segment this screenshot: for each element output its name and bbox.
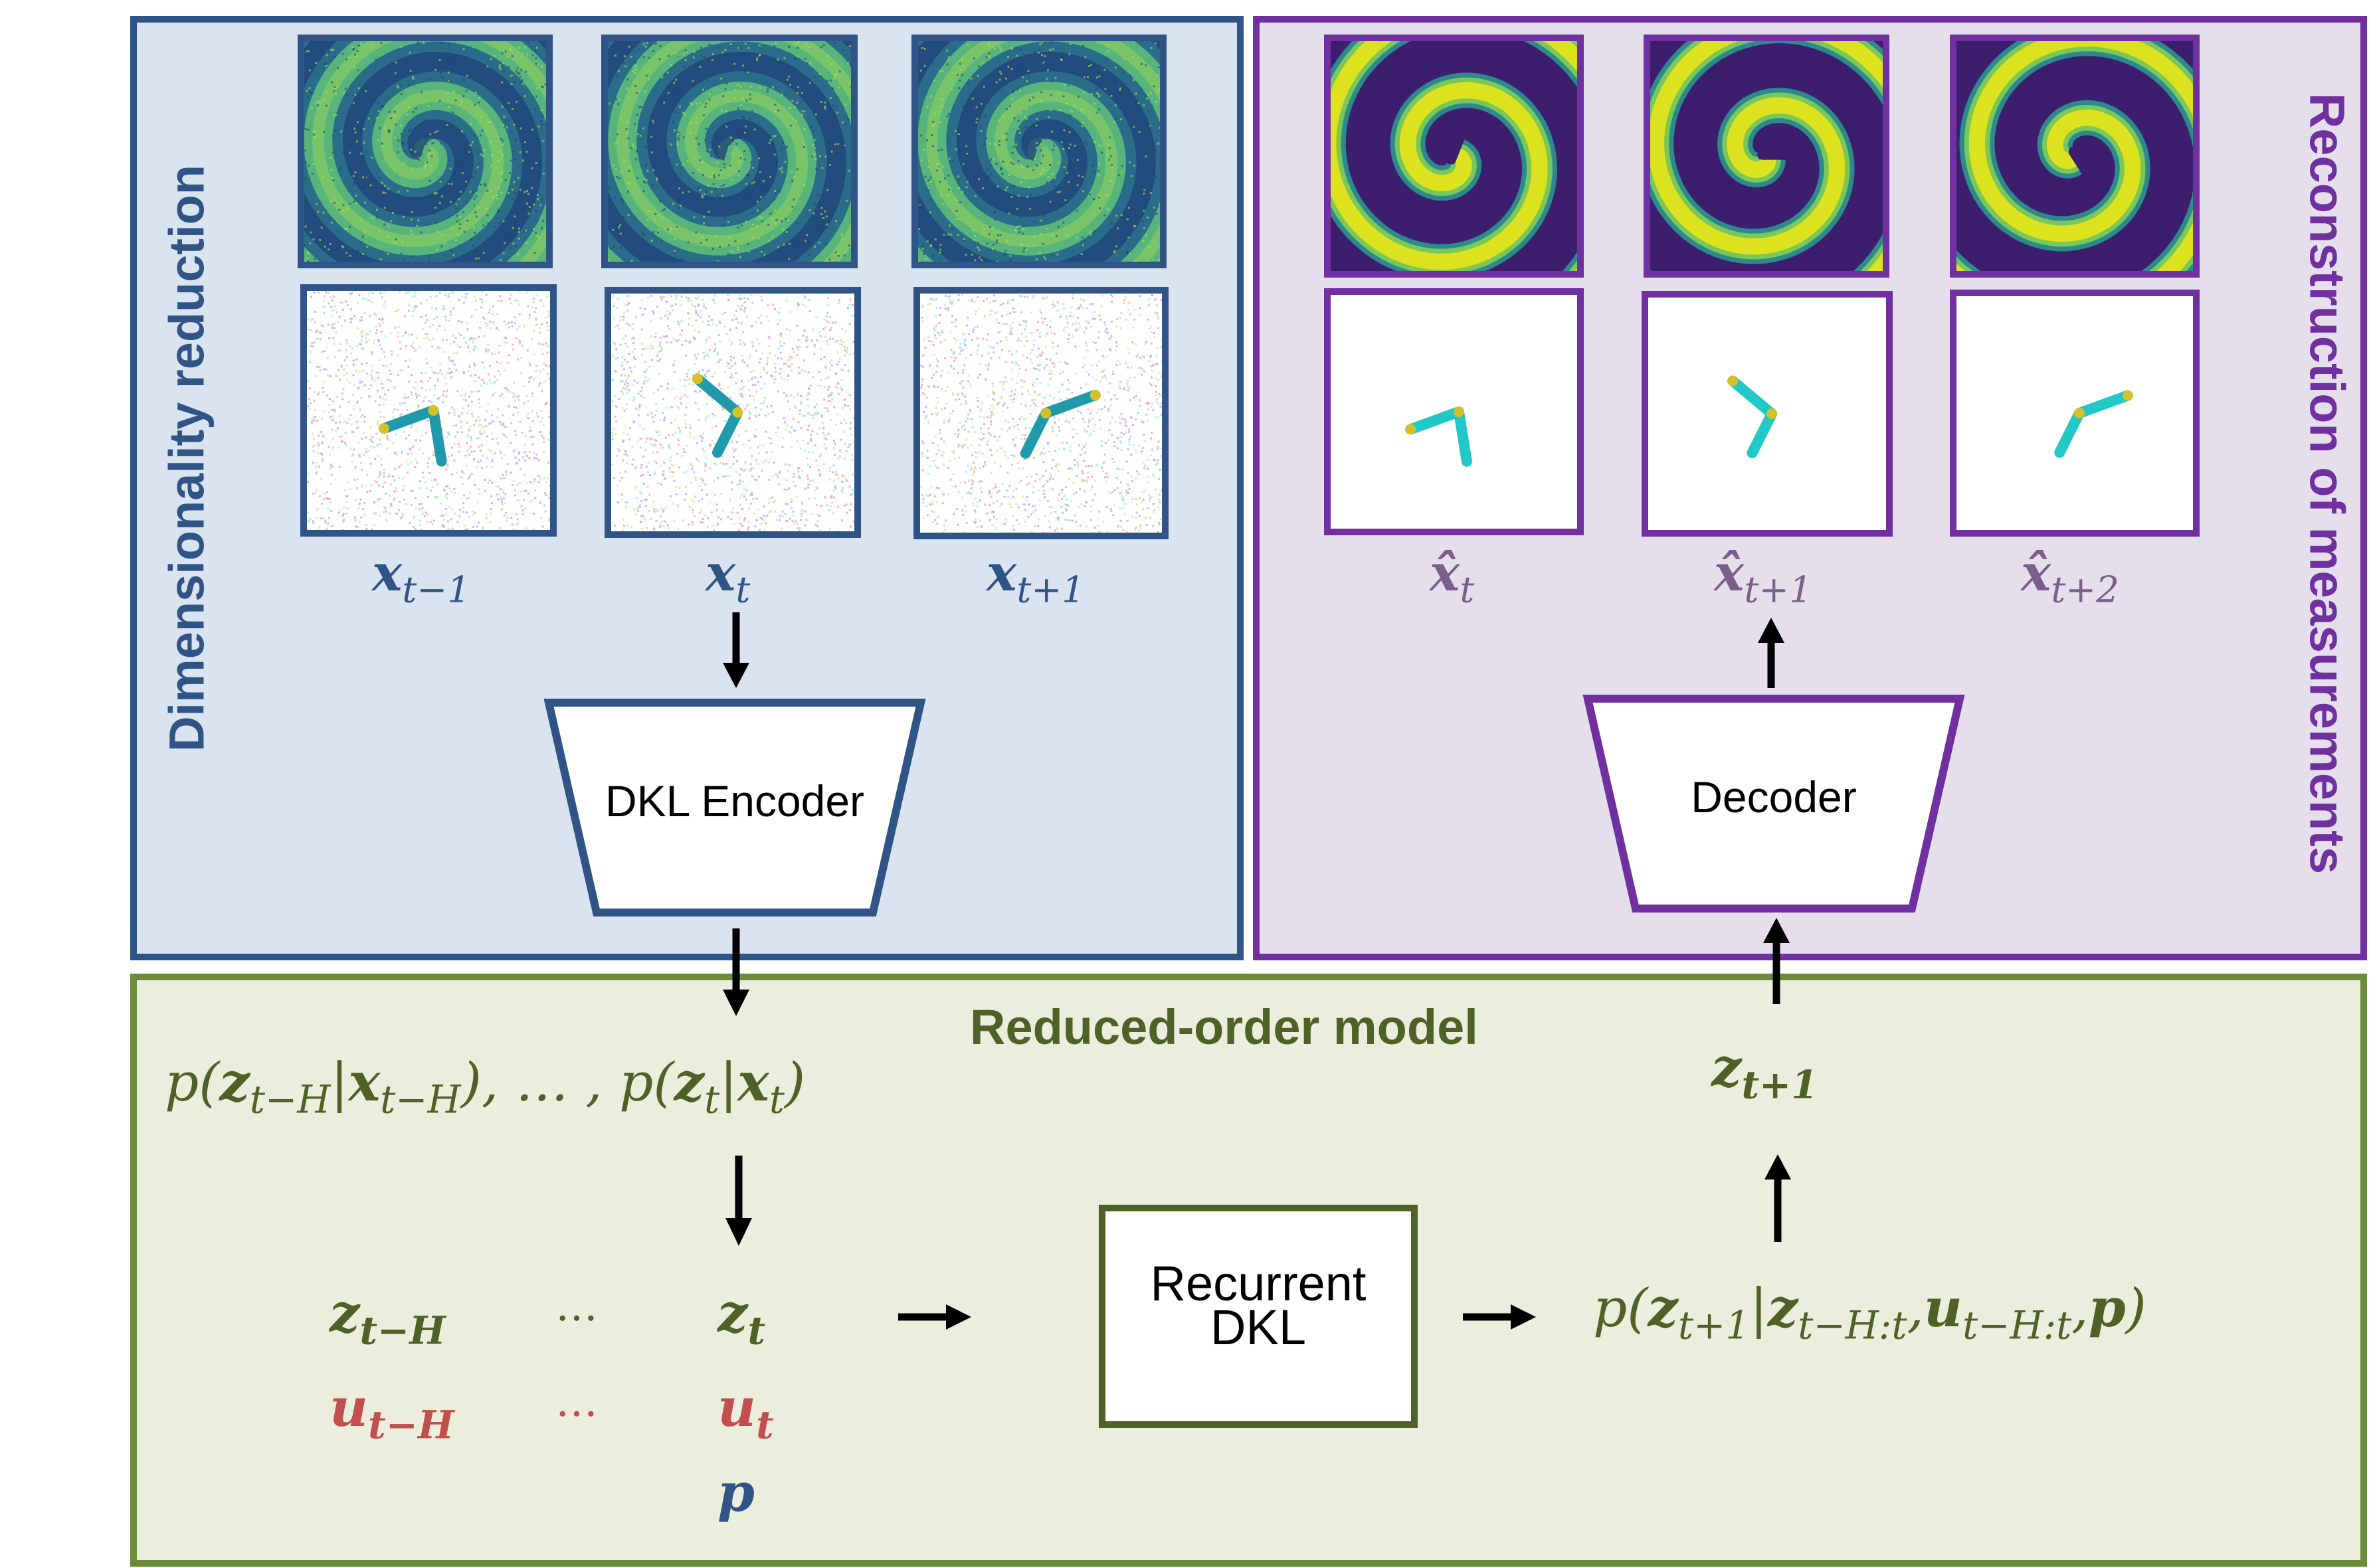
posterior-expression: p(zt−H|xt−H), … , p(zt|xt) (165, 1051, 805, 1122)
latent-end-symbol: z (717, 1282, 748, 1344)
clean-pendulum-image (1324, 288, 1584, 535)
control-start-sub: t−H (368, 1402, 454, 1448)
arrow-right-icon (1463, 1304, 1536, 1330)
prediction-param: p (2088, 1276, 2126, 1339)
posterior-bar: | (330, 1051, 349, 1113)
posterior-end: ) (784, 1051, 806, 1113)
reconstruction-label-sub: t (1460, 568, 1475, 611)
decoder (1582, 695, 1965, 913)
dkl-encoder (543, 699, 926, 916)
posterior-x-sub: t (769, 1077, 785, 1122)
prediction-end: ) (2125, 1277, 2146, 1339)
prediction-comma: , (1907, 1277, 1924, 1339)
arrow-right-icon (898, 1304, 971, 1330)
reconstruction-label-symbol: x̂ (2021, 543, 2051, 602)
dimensionality-reduction-title-text: Dimensionality reduction (159, 164, 215, 752)
reconstruction-label: x̂t+1 (1714, 543, 1812, 611)
prediction-u: u (1923, 1276, 1963, 1339)
noisy-pendulum-image (913, 287, 1169, 539)
control-end-sub: t (756, 1402, 774, 1448)
control-start: ut−H (330, 1376, 454, 1447)
posterior-z-sub: t (704, 1077, 720, 1122)
recurrent-dkl-label-1: Recurrent (1150, 1256, 1367, 1311)
posterior-x: x (737, 1051, 769, 1113)
clean-spiral-image (1644, 35, 1889, 278)
noisy-spiral-image (911, 35, 1167, 268)
noisy-spiral-image (601, 35, 858, 268)
arrow-down-icon (723, 612, 749, 688)
prediction-z: z (1648, 1276, 1678, 1339)
latent-end: zt (717, 1282, 765, 1353)
clean-spiral-image (1950, 35, 2200, 278)
input-label: xt−1 (372, 543, 470, 611)
prediction-comma: , (2071, 1277, 2089, 1339)
clean-spiral-image (1324, 35, 1584, 278)
input-label-sub: t−1 (402, 568, 470, 611)
control-ellipsis: … (555, 1377, 598, 1427)
clean-pendulum-image (1642, 291, 1893, 537)
reconstruction-label-symbol: x̂ (1714, 543, 1745, 602)
dkl-encoder-label: DKL Encoder (605, 776, 865, 826)
arrow-up-icon (1764, 1154, 1791, 1242)
noisy-pendulum-image (300, 284, 557, 537)
prediction-u-sub: t−H:t (1962, 1303, 2072, 1348)
prediction-z-sub: t−H:t (1798, 1303, 1907, 1348)
next-latent-symbol: z (1711, 1036, 1742, 1098)
reconstruction-label: x̂t+2 (2021, 543, 2119, 611)
posterior-p: p( (165, 1051, 220, 1113)
arrow-down-icon (725, 1156, 752, 1246)
latent-start-sub: t−H (359, 1308, 446, 1353)
input-label-symbol: x (372, 543, 403, 602)
input-label-symbol: x (987, 543, 1017, 602)
posterior-mid: ), … , p( (460, 1051, 674, 1113)
input-label: xt (706, 543, 750, 611)
reconstruction-title-text: Reconstruction of measurements (2299, 92, 2355, 875)
prediction-z-sub: t+1 (1677, 1303, 1750, 1348)
arrow-up-icon (1763, 918, 1790, 1004)
posterior-z-sub: t−H (249, 1077, 331, 1122)
prediction-bar: | (1749, 1277, 1768, 1339)
prediction-z: z (1767, 1276, 1798, 1339)
control-start-symbol: u (330, 1376, 369, 1438)
reconstruction-label-symbol: x̂ (1430, 543, 1460, 602)
latent-start: zt−H (330, 1282, 446, 1353)
reconstruction-label: x̂t (1430, 543, 1474, 611)
reconstruction-label-sub: t+2 (2051, 568, 2119, 611)
next-latent-label: zt+1 (1711, 1036, 1818, 1107)
latent-start-symbol: z (330, 1282, 360, 1344)
noisy-pendulum-image (605, 287, 861, 538)
input-label-sub: t (735, 568, 751, 611)
next-latent-sub: t+1 (1741, 1062, 1818, 1108)
decoder-label: Decoder (1691, 772, 1857, 822)
input-label: xt+1 (987, 543, 1085, 611)
recurrent-dkl-box (1099, 1205, 1418, 1428)
recurrent-dkl-label-2: DKL (1210, 1300, 1306, 1355)
posterior-bar: | (719, 1051, 738, 1113)
arrow-down-icon (723, 928, 749, 1016)
posterior-z: z (219, 1051, 250, 1113)
posterior-x: x (348, 1051, 381, 1113)
arrow-up-icon (1758, 618, 1784, 688)
clean-pendulum-image (1950, 290, 2200, 537)
parameter-p: p (717, 1461, 755, 1524)
control-end: ut (717, 1376, 774, 1447)
latent-ellipsis: … (555, 1282, 598, 1331)
prediction-p: p( (1593, 1277, 1648, 1339)
latent-end-sub: t (747, 1308, 766, 1353)
input-label-sub: t+1 (1016, 568, 1085, 611)
input-label-symbol: x (706, 543, 736, 602)
control-end-symbol: u (717, 1376, 757, 1438)
posterior-z: z (674, 1051, 705, 1113)
prediction-expression: p(zt+1|zt−H:t,ut−H:t,p) (1593, 1276, 2146, 1348)
reduced-order-model-title: Reduced-order model (970, 1000, 1478, 1055)
noisy-spiral-image (298, 35, 553, 268)
posterior-x-sub: t−H (380, 1077, 461, 1122)
reconstruction-label-sub: t+1 (1744, 568, 1812, 611)
